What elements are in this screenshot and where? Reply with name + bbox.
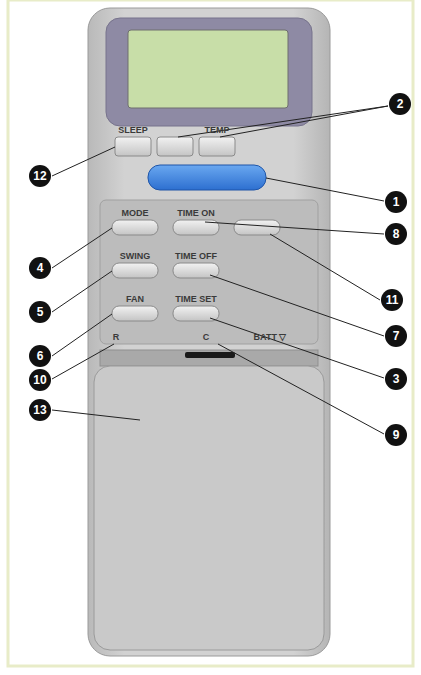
callout-number: 5 (29, 301, 51, 323)
button-label: TIME ON (177, 209, 215, 218)
callout-number: 8 (385, 223, 407, 245)
callout-number: 9 (385, 424, 407, 446)
callout-number: 12 (29, 165, 51, 187)
callout-number: 1 (385, 191, 407, 213)
callout-number: 3 (385, 368, 407, 390)
button-label: C (203, 333, 210, 342)
callout-number: 7 (385, 325, 407, 347)
callout-number: 11 (381, 289, 403, 311)
callout-number: 10 (29, 369, 51, 391)
button-label: SLEEP (118, 126, 148, 135)
callout-number: 2 (389, 93, 411, 115)
button-label: BATT ▽ (254, 333, 287, 342)
button-label: MODE (122, 209, 149, 218)
callout-number: 4 (29, 257, 51, 279)
button-label: TIME OFF (175, 252, 217, 261)
button-label: R (113, 333, 120, 342)
button-label: SWING (120, 252, 151, 261)
button-label: TIME SET (175, 295, 217, 304)
callout-number: 6 (29, 345, 51, 367)
callout-number: 13 (29, 399, 51, 421)
button-label: TEMP (204, 126, 229, 135)
button-label: FAN (126, 295, 144, 304)
